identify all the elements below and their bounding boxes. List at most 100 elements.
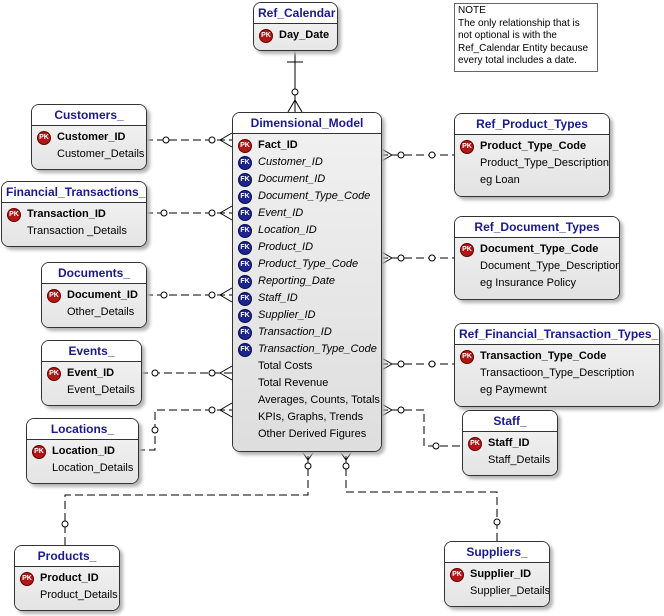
entity-title: Events_ (42, 341, 141, 362)
entity-staff[interactable]: Staff_ PK Staff_ID Staff_Details (462, 410, 558, 476)
attribute-row: Product_Details (15, 587, 119, 604)
attribute-row: Customer_Details (32, 146, 146, 163)
note-line: NOTE (458, 5, 486, 16)
rel-products-model (64, 450, 309, 545)
entity-body: PK Event_ID Event_Details (42, 362, 141, 405)
primary-key-icon: PK (20, 572, 34, 586)
entity-body: PK Transaction_ID Transaction _Details (2, 203, 146, 246)
note-box: NOTE The only relationship that is not o… (454, 3, 598, 72)
foreign-key-icon: FK (238, 156, 252, 170)
attribute-label: Document_Type_Code (480, 243, 599, 255)
entity-title: Ref_Financial_Transaction_Types_ (455, 324, 659, 345)
attribute-row: eg Loan (455, 172, 609, 189)
attribute-row: Staff_Details (463, 452, 557, 469)
entity-title: Staff_ (463, 411, 557, 432)
primary-key-row: PK Staff_ID (463, 435, 557, 452)
primary-key-icon: PK (259, 29, 273, 43)
primary-key-icon: PK (460, 243, 474, 257)
foreign-key-icon: FK (238, 343, 252, 357)
attribute-label: Customer_Details (57, 148, 145, 160)
entity-title: Products_ (15, 546, 119, 567)
note-line: every total includes a date. (458, 55, 577, 66)
attribute-label: Location_ID (258, 224, 317, 236)
primary-key-icon: PK (7, 208, 21, 222)
attribute-label: eg Insurance Policy (480, 277, 576, 289)
attribute-label: Fact_ID (258, 139, 298, 151)
entity-title: Ref_Document_Types (455, 217, 619, 238)
attribute-label: Product_Type_Code (480, 140, 587, 152)
foreign-key-icon: FK (238, 241, 252, 255)
entity-title: Locations_ (27, 419, 138, 440)
entity-ref-financial-transaction-types[interactable]: Ref_Financial_Transaction_Types_ PK Transa… (454, 323, 660, 407)
note-line: Ref_Calendar Entity because (458, 42, 589, 54)
primary-key-icon: PK (460, 350, 474, 364)
attribute-label: Document_Type_Code (258, 190, 371, 202)
attribute-label: Transaction_Type_Code (480, 350, 607, 362)
attribute-row: Product_Type_Description (455, 155, 609, 172)
attribute-label: Product_Type_Code (258, 258, 359, 270)
rel-suppliers-model (345, 450, 498, 541)
attribute-row: Total Costs (233, 358, 381, 375)
attribute-label: Document_ID (67, 289, 138, 301)
attribute-label: Staff_ID (488, 437, 530, 449)
attribute-label: KPIs, Graphs, Trends (258, 411, 364, 423)
primary-key-icon: PK (468, 437, 482, 451)
attribute-label: eg Loan (480, 174, 520, 186)
attribute-label: Event_Details (67, 384, 135, 396)
rel-locations-model (137, 409, 232, 451)
attribute-label: Transaction_ID (258, 326, 332, 338)
attribute-label: Customer_ID (258, 156, 323, 168)
primary-key-row: PK Transaction_Type_Code (455, 348, 659, 365)
attribute-label: Event_ID (67, 367, 115, 379)
foreign-key-icon: FK (238, 207, 252, 221)
attribute-row: Event_Details (42, 382, 141, 399)
attribute-label: Transaction _Details (27, 225, 127, 237)
attribute-row: Averages, Counts, Totals (233, 392, 381, 409)
primary-key-icon: PK (47, 367, 61, 381)
primary-key-icon: PK (37, 131, 51, 145)
attribute-label: eg Paymewnt (480, 384, 547, 396)
attribute-label: Product_Type_Description (480, 157, 610, 169)
entity-events[interactable]: Events_ PK Event_ID Event_Details (41, 340, 142, 406)
attribute-label: Supplier_ID (470, 568, 532, 580)
attribute-label: Staff_Details (488, 454, 551, 466)
attribute-row: eg Insurance Policy (455, 275, 619, 292)
attribute-row: Location_Details (27, 460, 138, 477)
primary-key-icon: PK (32, 445, 46, 459)
attribute-label: Total Costs (258, 360, 313, 372)
primary-key-row: PK Event_ID (42, 365, 141, 382)
attribute-label: Other Derived Figures (258, 428, 367, 440)
rel-staff-model (380, 409, 462, 447)
attribute-label: Transaction_ID (27, 208, 106, 220)
